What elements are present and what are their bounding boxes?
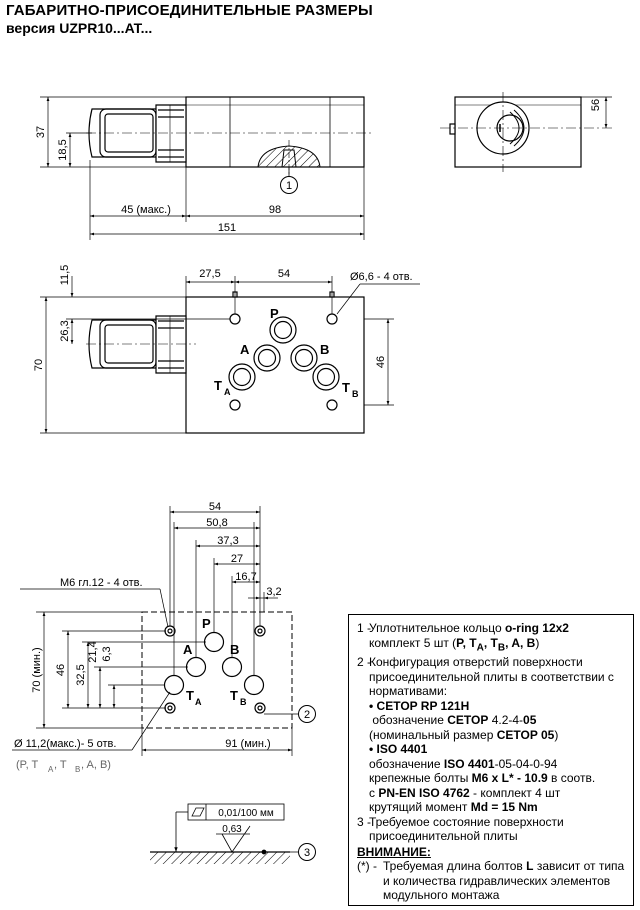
svg-text:A: A [240, 342, 250, 357]
side-view-dimensions [581, 96, 612, 128]
dim-45: 45 (макс.) [121, 204, 171, 216]
dim-151: 151 [218, 222, 236, 234]
surface-spec [150, 803, 298, 864]
svg-text:P: P [202, 616, 211, 631]
note-3: 3 - Требуемое состояние поверхности прис… [357, 814, 564, 844]
dim-26-3: 26,3 [59, 320, 71, 341]
dim-6-3: 6,3 [101, 646, 113, 661]
dim-37: 37 [35, 126, 47, 138]
svg-text:A: A [195, 697, 202, 707]
dim-16-7: 16,7 [235, 571, 256, 583]
thread-label: M6 гл.12 - 4 отв. [60, 577, 143, 589]
subplate-view [141, 611, 293, 729]
svg-text:3: 3 [304, 847, 310, 859]
front-view-dimensions [40, 96, 365, 240]
top-view-ports: P A B T A T B [214, 306, 359, 399]
dim-50-8: 50,8 [206, 517, 227, 529]
callout-2: 2 [298, 705, 316, 723]
svg-text:B: B [230, 642, 239, 657]
svg-text:T: T [342, 380, 350, 395]
dim-32-5: 32,5 [75, 664, 87, 685]
subplate-ports: P A B T A T B [183, 616, 247, 707]
svg-text:A: A [224, 387, 231, 397]
hole-label: Ø6,6 - 4 отв. [350, 271, 413, 283]
svg-text:B: B [240, 697, 247, 707]
top-view [86, 291, 365, 434]
flatness-value: 0,01/100 мм [218, 808, 274, 819]
page-title: ГАБАРИТНО-ПРИСОЕДИНИТЕЛЬНЫЕ РАЗМЕРЫ [6, 2, 373, 19]
dim-3-2: 3,2 [266, 586, 281, 598]
dim-70-min: 70 (мин.) [31, 647, 43, 692]
note-2: 2 - Конфигурация отверстий поверхности п… [357, 655, 614, 815]
svg-text:B: B [320, 342, 329, 357]
subplate-outline [141, 611, 293, 729]
note-asterisk: (*) - Требуемая длина болтов L зависит о… [357, 859, 625, 903]
dim-91-min: 91 (мин.) [225, 738, 270, 750]
svg-text:T: T [230, 688, 238, 703]
dim-54-sub: 54 [209, 501, 221, 513]
dim-98: 98 [269, 204, 281, 216]
dim-54-top: 54 [278, 268, 290, 280]
svg-text:1: 1 [286, 180, 292, 192]
dim-46: 46 [375, 356, 387, 368]
dim-18-5: 18,5 [57, 139, 69, 160]
svg-text:A: A [48, 765, 54, 774]
dim-21-4: 21,4 [87, 641, 99, 662]
svg-text:(P, T: (P, T [16, 759, 38, 771]
svg-text:T: T [214, 378, 222, 393]
port-list: (P, T A , T B , A, B) [16, 759, 111, 774]
warning-heading: ВНИМАНИЕ: [357, 844, 431, 859]
svg-text:B: B [75, 765, 80, 774]
svg-text:2: 2 [304, 709, 310, 721]
dim-27: 27 [231, 553, 243, 565]
callout-3: 3 [298, 843, 316, 861]
port-diameter-label: Ø 11,2(макс.)- 5 отв. [14, 738, 116, 750]
page-subtitle: версия UZPR10...AT... [6, 20, 153, 36]
roughness-value: 0,63 [222, 824, 242, 835]
svg-text:, T: , T [54, 759, 67, 771]
notes-box: 1 - Уплотнительное кольцо o-ring 12x2 ко… [348, 614, 634, 906]
dim-46-sub: 46 [55, 664, 67, 676]
dim-11-5: 11,5 [59, 265, 71, 286]
side-view [440, 92, 612, 172]
dim-27-5: 27,5 [199, 268, 220, 280]
front-view [86, 96, 372, 176]
dim-56: 56 [590, 99, 602, 111]
svg-text:A: A [183, 642, 193, 657]
dim-37-3: 37,3 [217, 535, 238, 547]
dim-70: 70 [33, 359, 45, 371]
svg-text:P: P [270, 306, 279, 321]
svg-text:, A, B): , A, B) [81, 759, 111, 771]
top-view-dimensions [40, 276, 420, 434]
callout-1: 1 [280, 167, 298, 194]
subplate-dimensions [12, 506, 298, 756]
svg-text:T: T [186, 688, 194, 703]
note-1: 1 - Уплотнительное кольцо o-ring 12x2 ко… [357, 621, 569, 653]
svg-text:B: B [352, 389, 359, 399]
